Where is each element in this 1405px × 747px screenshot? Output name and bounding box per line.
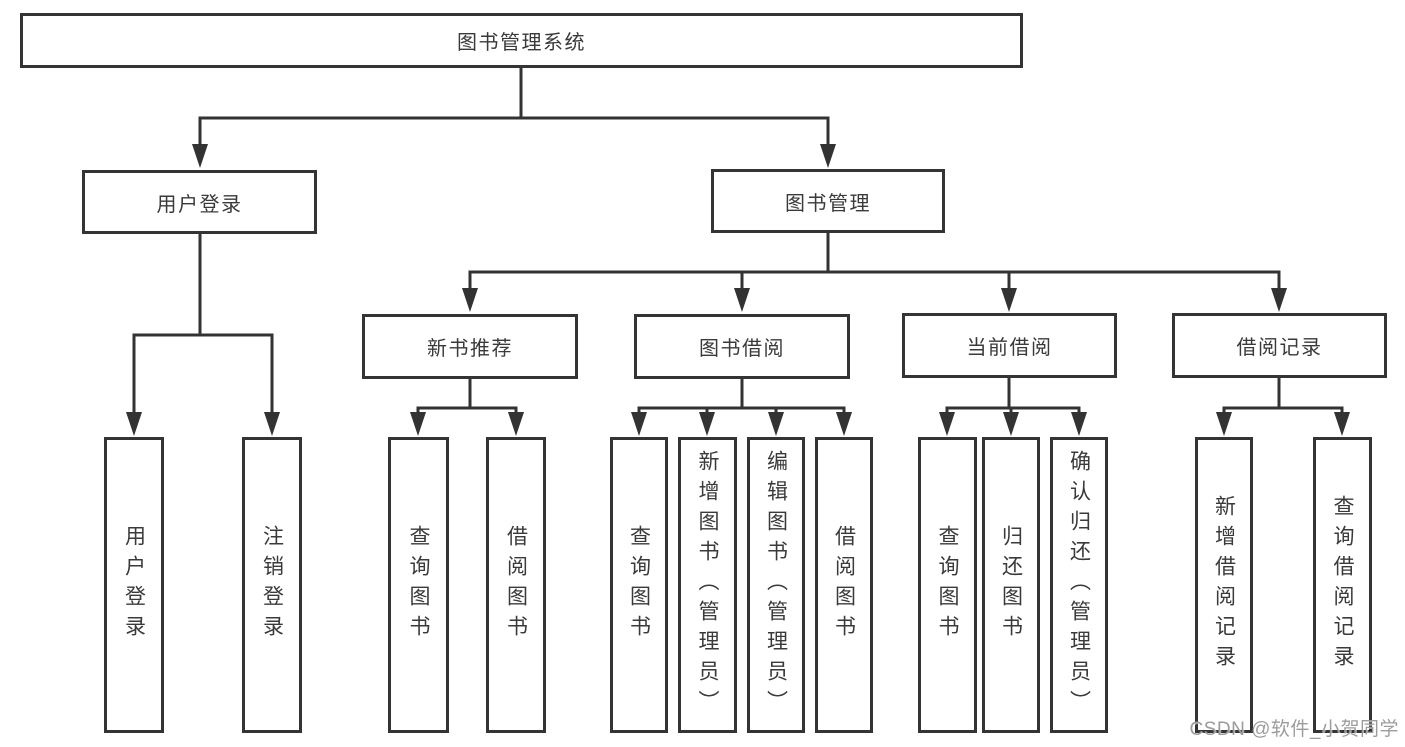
leaf-edit-books-admin: 编辑图书（管理员） (747, 437, 805, 733)
node-label: 新增借阅记录 (1212, 495, 1236, 675)
leaf-add-books-admin: 新增图书（管理员） (678, 437, 737, 733)
leaf-return-books: 归还图书 (982, 437, 1040, 733)
node-label: 查询图书 (407, 525, 430, 645)
node-new-book-recommend: 新书推荐 (362, 314, 578, 379)
node-label: 新书推荐 (427, 338, 513, 360)
node-borrowing-records: 借阅记录 (1172, 313, 1387, 378)
node-label: 查询图书 (936, 525, 959, 645)
node-label: 用户登录 (122, 525, 146, 645)
node-label: 归还图书 (999, 525, 1023, 645)
node-label: 借阅图书 (832, 525, 856, 645)
leaf-borrow-books: 借阅图书 (815, 437, 873, 733)
node-book-borrowing: 图书借阅 (634, 314, 850, 379)
leaf-add-borrow-record: 新增借阅记录 (1195, 437, 1253, 733)
leaf-query-borrow-record: 查询借阅记录 (1313, 437, 1372, 733)
node-label: 注销登录 (260, 525, 284, 645)
leaf-logout: 注销登录 (242, 437, 302, 733)
node-book-management: 图书管理 (711, 169, 945, 233)
node-label: 图书管理 (785, 192, 871, 215)
node-label: 借阅记录 (1236, 337, 1323, 359)
leaf-query-books-current: 查询图书 (918, 437, 977, 733)
node-label: 确认归还（管理员） (1067, 450, 1091, 720)
leaf-user-login: 用户登录 (104, 437, 164, 733)
node-label: 借阅图书 (504, 525, 528, 645)
node-label: 编辑图书（管理员） (764, 450, 788, 720)
node-label: 当前借阅 (966, 337, 1053, 359)
leaf-query-books-borrowing: 查询图书 (610, 437, 668, 733)
leaf-query-books-recommend: 查询图书 (388, 437, 449, 733)
leaf-borrow-books-recommend: 借阅图书 (486, 437, 546, 733)
leaf-confirm-return-admin: 确认归还（管理员） (1050, 437, 1108, 733)
node-label: 查询图书 (627, 525, 651, 645)
node-library-management-system: 图书管理系统 (20, 13, 1023, 68)
node-label: 图书管理系统 (457, 32, 586, 54)
node-user-login: 用户登录 (82, 170, 317, 234)
node-current-borrowing: 当前借阅 (902, 313, 1117, 378)
node-label: 查询借阅记录 (1331, 495, 1354, 675)
node-label: 用户登录 (156, 193, 243, 216)
node-label: 图书借阅 (699, 338, 785, 360)
node-label: 新增图书（管理员） (696, 450, 719, 720)
csdn-watermark: CSDN @软件_小贺同学 (1189, 719, 1399, 740)
